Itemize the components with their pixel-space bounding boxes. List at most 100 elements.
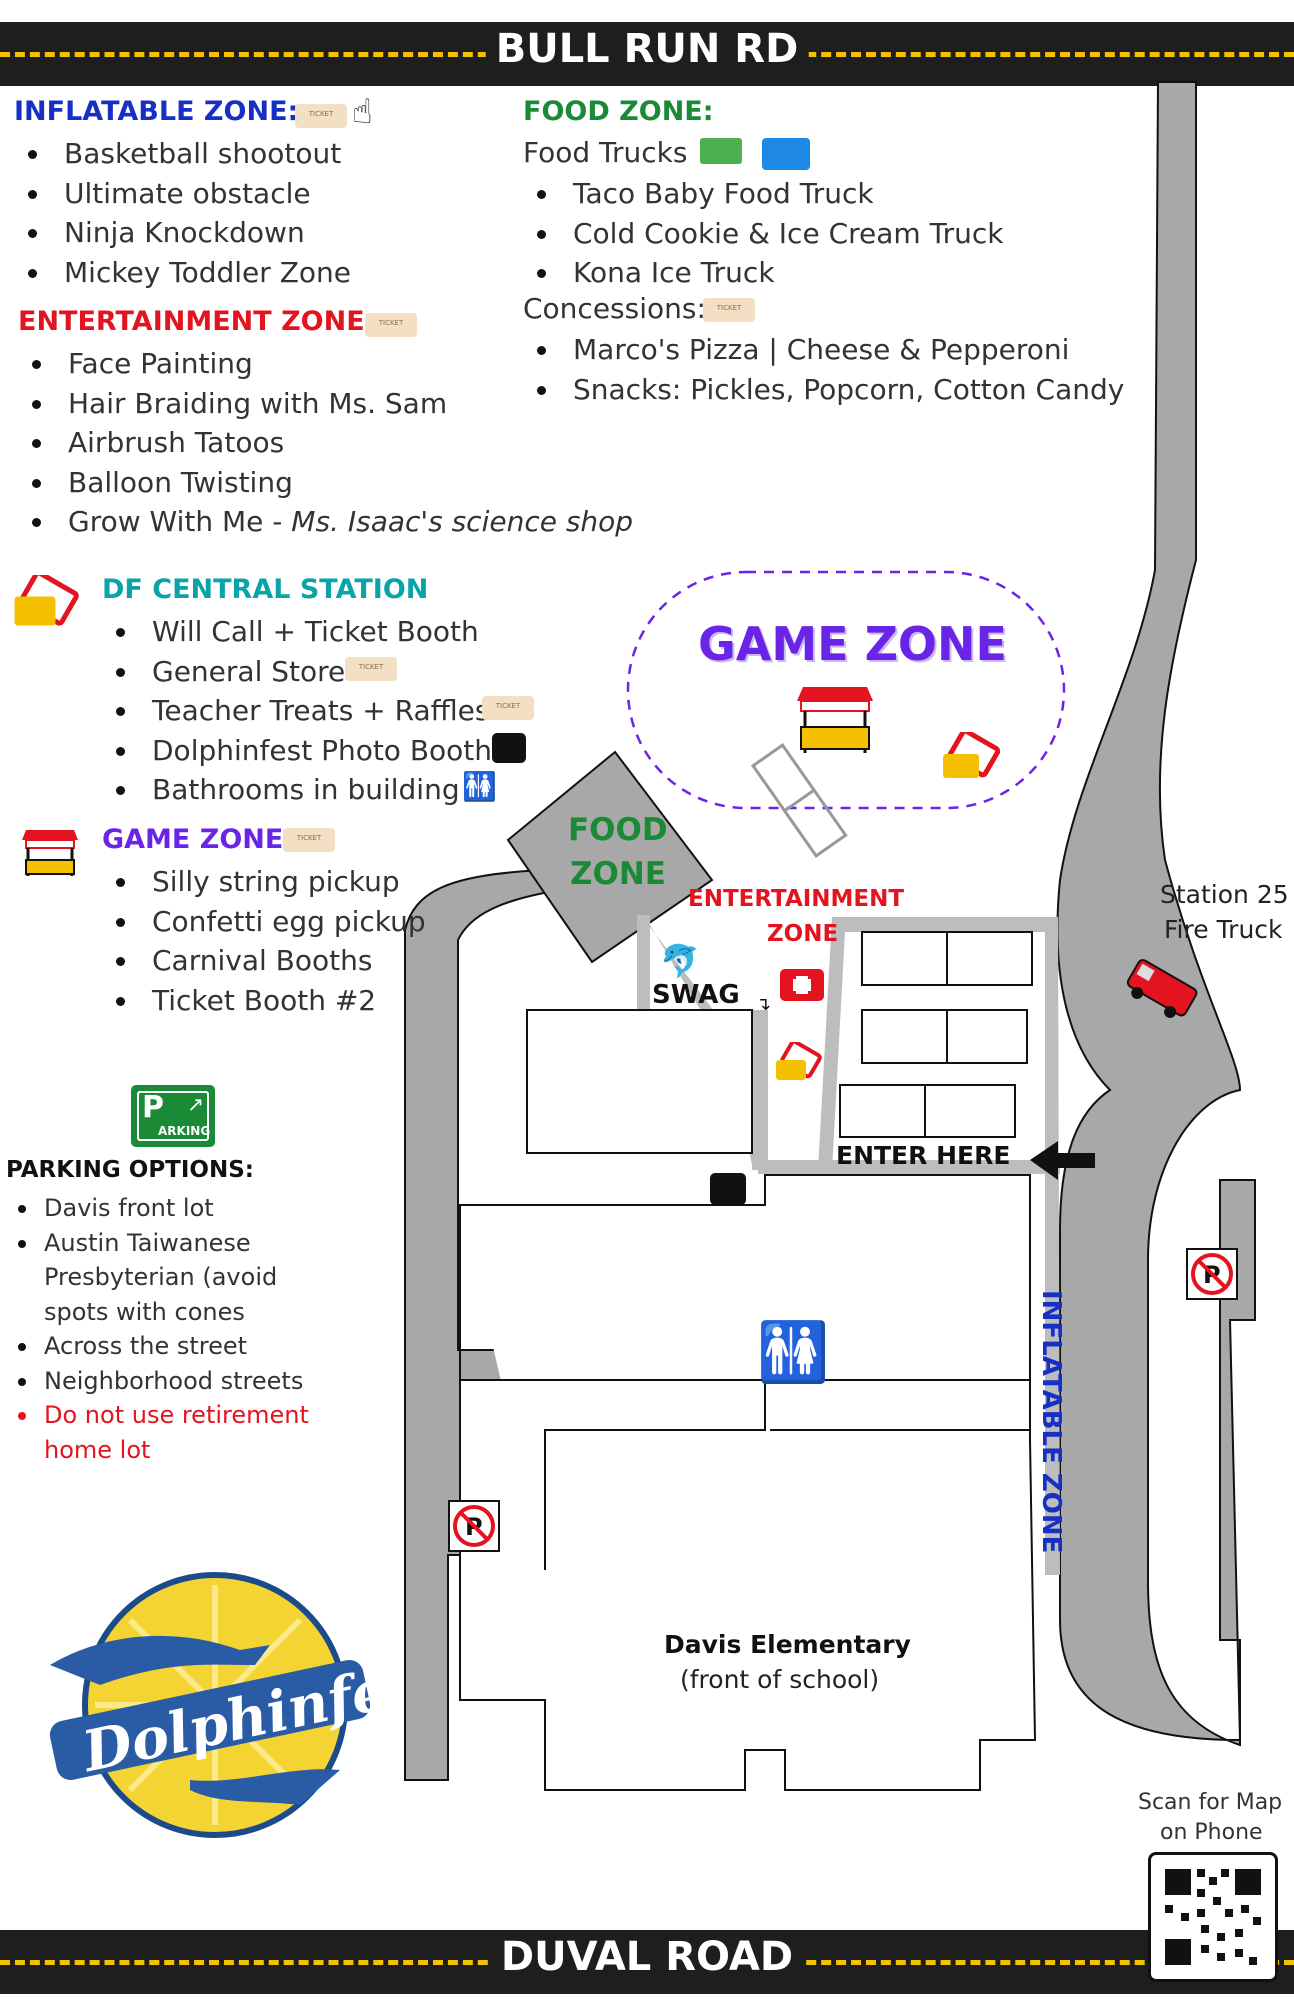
school-name: Davis Elementary [664,1630,911,1659]
parking-outline [818,917,1060,1575]
ticket-stub-icon [12,570,79,627]
restroom-icon: 🚻 [757,1318,830,1386]
list-item: Will Call + Ticket Booth [102,612,492,652]
qr-code-icon [1165,1869,1261,1965]
list-item: Carnival Booths [102,941,426,981]
arrow-up-right-icon: ↗ [187,1092,204,1116]
entertainment-zone-map-label-2: ZONE [767,921,839,947]
scan-text-2: on Phone [1160,1820,1263,1845]
dolphin-icon: 🐬 [660,942,700,980]
list-item: Ticket Booth #2 [102,981,426,1021]
cash-icon [700,138,742,164]
list-item: Confetti egg pickup [102,902,426,942]
center-lane-left [637,915,650,1010]
inflatable-zone-list: Basketball shootout Ultimate obstacle Ni… [14,134,351,292]
ticket-icon [295,104,347,128]
camera-icon [710,1173,746,1205]
school-building [459,1174,1037,1791]
swag-label: SWAG [652,980,740,1010]
entertainment-zone-list: Face Painting Hair Braiding with Ms. Sam… [18,344,633,542]
food-trucks-label: Food Trucks [523,136,688,169]
dolphinfest-logo: Dolphinfest [40,1555,449,1855]
concessions-label: Concessions: [523,292,706,325]
ticket-icon [482,696,534,720]
list-item: Hair Braiding with Ms. Sam [18,384,633,424]
station-label-2: Fire Truck [1164,915,1283,944]
inflatable-zone-title: INFLATABLE ZONE: [14,96,299,127]
parking-list: Davis front lot Austin Taiwanese Presbyt… [6,1191,336,1467]
ticket-stub-icon [773,1039,822,1086]
list-item: Grow With Me - Ms. Isaac's science shop [18,502,633,542]
list-item: Bathrooms in building [102,770,492,810]
ticket-icon [365,313,417,337]
list-item: Face Painting [18,344,633,384]
restroom-icon: 🚻 [462,770,497,803]
bull-run-road-label: BULL RUN RD [485,26,809,72]
bull-run-road: BULL RUN RD [0,22,1294,86]
list-item: Ninja Knockdown [14,213,351,253]
list-item: Teacher Treats + Raffles [102,691,492,731]
food-zone-map-label-1: FOOD [568,812,668,848]
list-item: Across the street [6,1329,336,1364]
list-item: Davis front lot [6,1191,336,1226]
parking-rows [839,931,1033,1138]
entertainment-zone-map-label-1: ENTERTAINMENT [688,886,905,912]
building-north [526,1009,753,1154]
enter-here-label: ENTER HERE [836,1141,1011,1170]
list-item: Do not use retirement home lot [6,1398,336,1467]
list-item: General Store [102,652,492,692]
list-item: Airbrush Tatoos [18,423,633,463]
no-parking-icon: P [1186,1248,1238,1300]
no-parking-icon: P [448,1500,500,1552]
duval-road: DUVAL ROAD [0,1930,1294,1994]
list-item: Dolphinfest Photo Booth [102,731,492,771]
inflatable-zone-map-label: INFLATABLE ZONE [1036,1290,1066,1554]
game-zone-boundary [626,570,1066,810]
fire-truck-icon [1122,955,1198,1019]
credit-card-icon [762,138,810,170]
carnival-booth-icon [793,683,875,755]
list-item: Neighborhood streets [6,1364,336,1399]
school-subtitle: (front of school) [680,1665,880,1694]
camera-icon [492,733,526,763]
game-zone-list: Silly string pickup Confetti egg pickup … [102,862,426,1020]
food-trucks-list: Taco Baby Food Truck Cold Cookie & Ice C… [523,174,1003,293]
df-central-title: DF CENTRAL STATION [102,574,429,605]
duval-road-label: DUVAL ROAD [490,1934,804,1980]
food-zone-map-label-2: ZONE [570,856,666,892]
list-item: Kona Ice Truck [523,253,1003,293]
list-item: Austin Taiwanese Presbyterian (avoid spo… [6,1226,336,1330]
ticket-icon [283,828,335,852]
parking-title: PARKING OPTIONS: [6,1157,254,1183]
list-item: Silly string pickup [102,862,426,902]
arrow-down-icon: ↴ [756,994,772,1015]
swag-lane [752,1010,768,1170]
scan-text-1: Scan for Map [1138,1790,1283,1815]
food-zone-diamond [506,750,714,964]
list-item: Basketball shootout [14,134,351,174]
df-central-list: Will Call + Ticket Booth General Store T… [102,612,492,810]
first-aid-icon [780,969,824,1001]
carnival-booth-icon [18,826,80,882]
ticket-stub-icon [940,728,1001,784]
concessions-list: Marco's Pizza | Cheese & Pepperoni Snack… [523,330,1124,409]
list-item: Ultimate obstacle [14,174,351,214]
list-item: Mickey Toddler Zone [14,253,351,293]
game-zone-legend-title: GAME ZONE [102,824,284,855]
enter-arrow [1030,1141,1095,1180]
game-zone-map-label: GAME ZONE [698,617,1007,671]
list-item: Cold Cookie & Ice Cream Truck [523,214,1003,254]
list-item: Marco's Pizza | Cheese & Pepperoni [523,330,1124,370]
glove-icon: ☝ [352,92,373,132]
entertainment-zone-title: ENTERTAINMENT ZONE: [18,306,376,337]
parking-sign-text: ARKING [158,1124,211,1138]
hopscotch [750,743,848,858]
enter-lane [758,1160,1060,1174]
ticket-icon [345,657,397,681]
list-item: Balloon Twisting [18,463,633,503]
parking-sign-letter: P [142,1090,164,1125]
station-label-1: Station 25 [1160,880,1289,909]
qr-code[interactable] [1148,1852,1278,1982]
food-zone-title: FOOD ZONE: [523,96,714,127]
